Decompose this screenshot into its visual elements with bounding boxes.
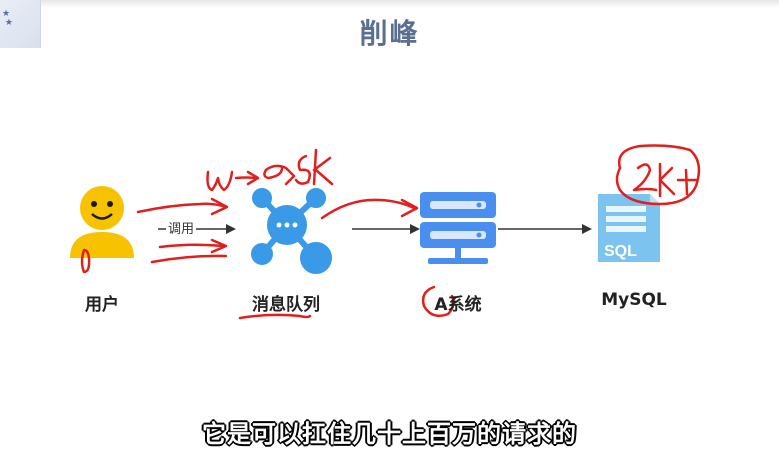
star-icons: ★ ★ — [2, 9, 13, 28]
node-label-db: MySQL — [601, 290, 667, 310]
database-icon: SQL — [598, 194, 660, 262]
top-strip — [0, 0, 779, 8]
message-queue-icon — [251, 188, 332, 274]
arrow-mq-system — [352, 224, 420, 234]
node-label-user: 用户 — [85, 295, 119, 315]
arrow-system-db — [498, 224, 592, 234]
handwritten-annotations — [80, 144, 701, 320]
edge-label-call: 调用 — [166, 218, 197, 237]
node-label-mq: 消息队列 — [252, 295, 320, 315]
slide-title: 削峰 — [359, 17, 420, 50]
server-icon — [420, 192, 496, 264]
node-label-system: A系统 — [434, 295, 482, 315]
video-subtitle: 它是可以扛住几十上百万的请求的 — [202, 420, 577, 448]
user-icon — [70, 186, 134, 258]
db-icon-text: SQL — [604, 243, 637, 260]
corner-tab: ★ ★ — [0, 0, 41, 48]
